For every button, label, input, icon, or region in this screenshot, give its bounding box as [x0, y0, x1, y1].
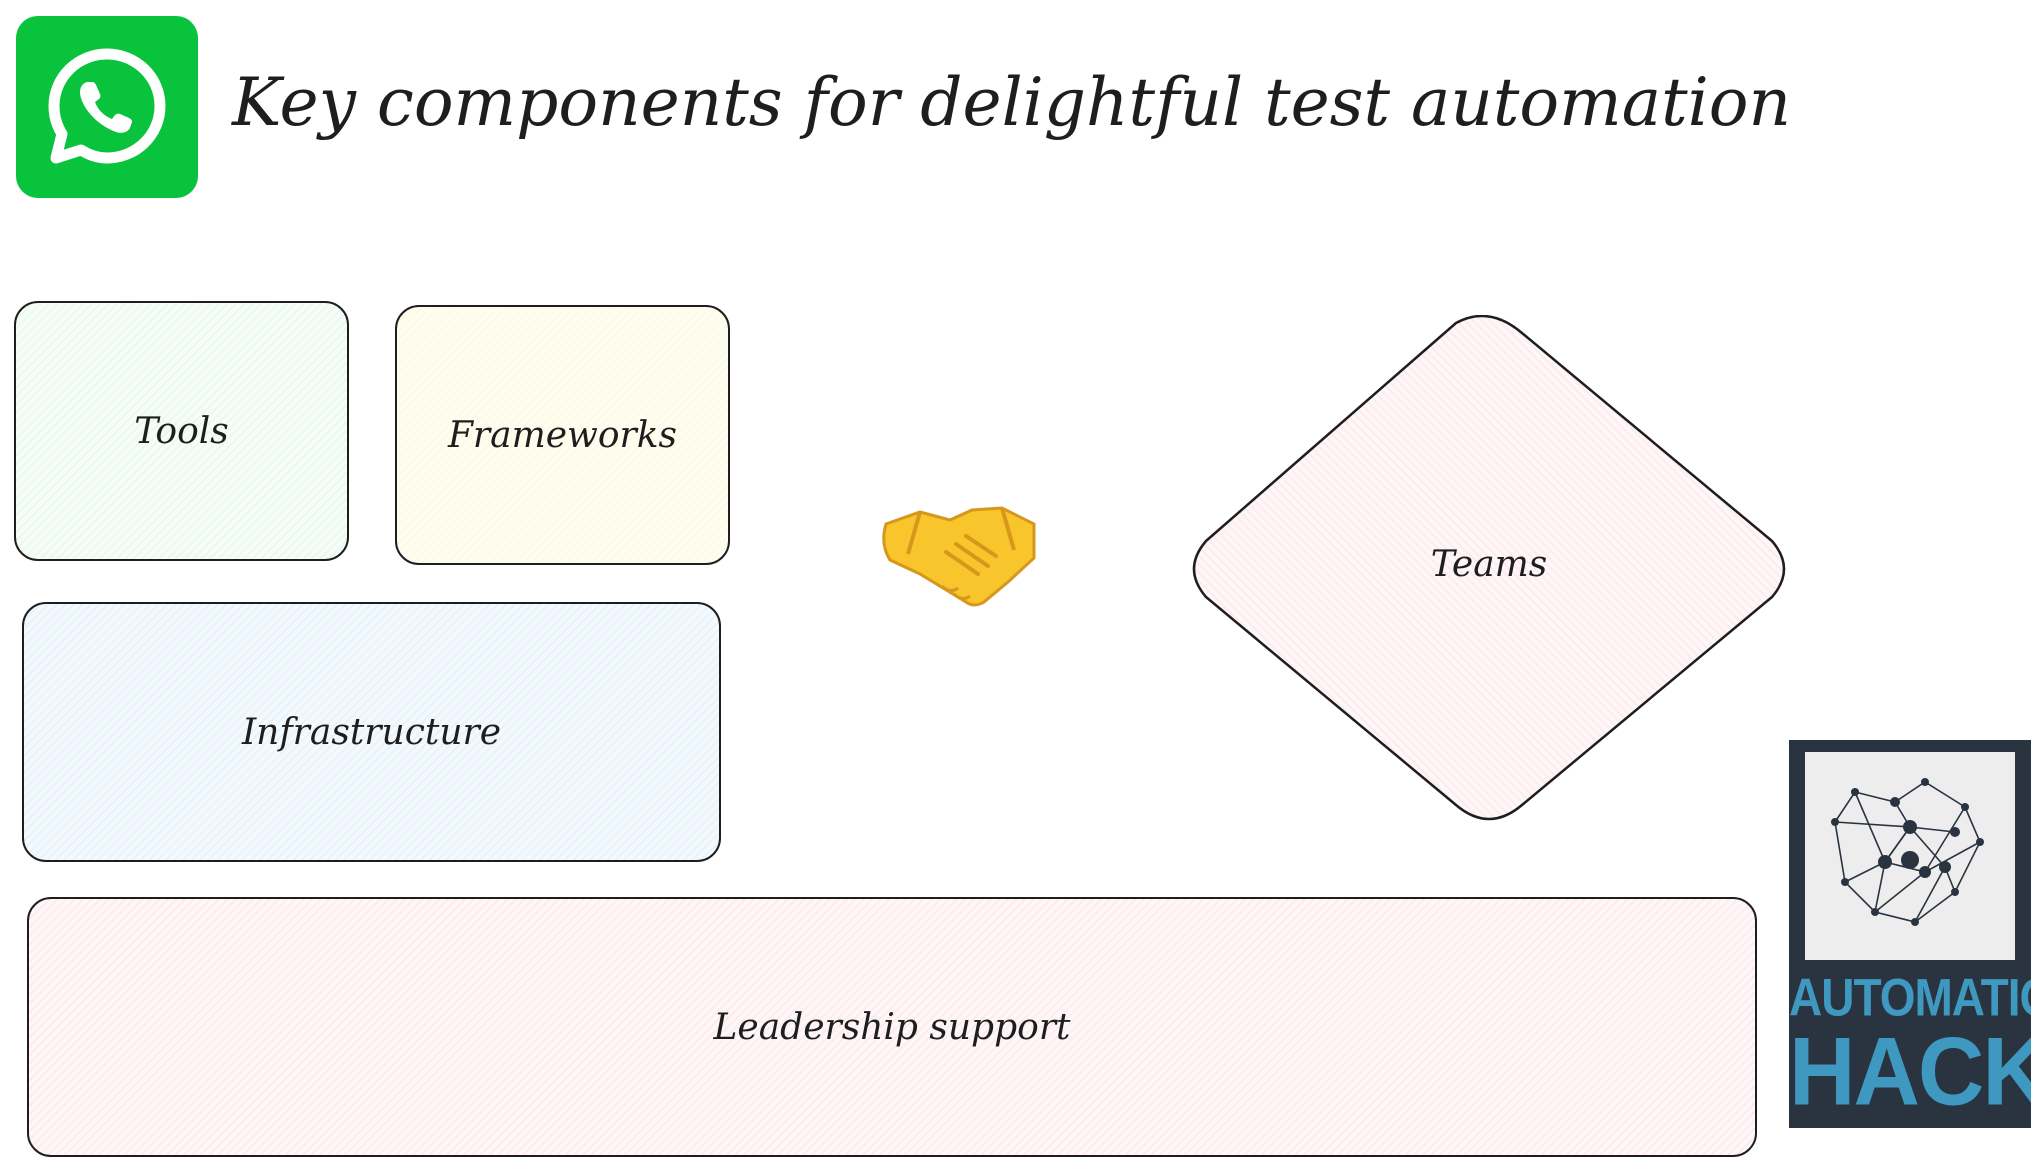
leadership-support-label: Leadership support [713, 1006, 1071, 1048]
leadership-support-box: Leadership support [27, 897, 1757, 1157]
teams-label: Teams [1430, 544, 1548, 585]
infrastructure-label: Infrastructure [241, 711, 502, 753]
logo-text-hacks: HACKS [1789, 1018, 2031, 1126]
teams-diamond [1186, 315, 1792, 823]
infrastructure-box: Infrastructure [22, 602, 721, 862]
frameworks-label: Frameworks [447, 414, 678, 456]
whatsapp-icon [16, 16, 198, 198]
page-title: Key components for delightful test autom… [232, 64, 1791, 141]
logo-text-automation: AUTOMATION [1789, 967, 2031, 1027]
frameworks-box: Frameworks [395, 305, 730, 565]
tools-box: Tools [14, 301, 349, 561]
handshake-icon [880, 494, 1040, 610]
tools-label: Tools [134, 410, 229, 452]
network-graph-icon [1805, 752, 2015, 960]
automation-hacks-logo: AUTOMATION HACKS [1789, 740, 2031, 1128]
